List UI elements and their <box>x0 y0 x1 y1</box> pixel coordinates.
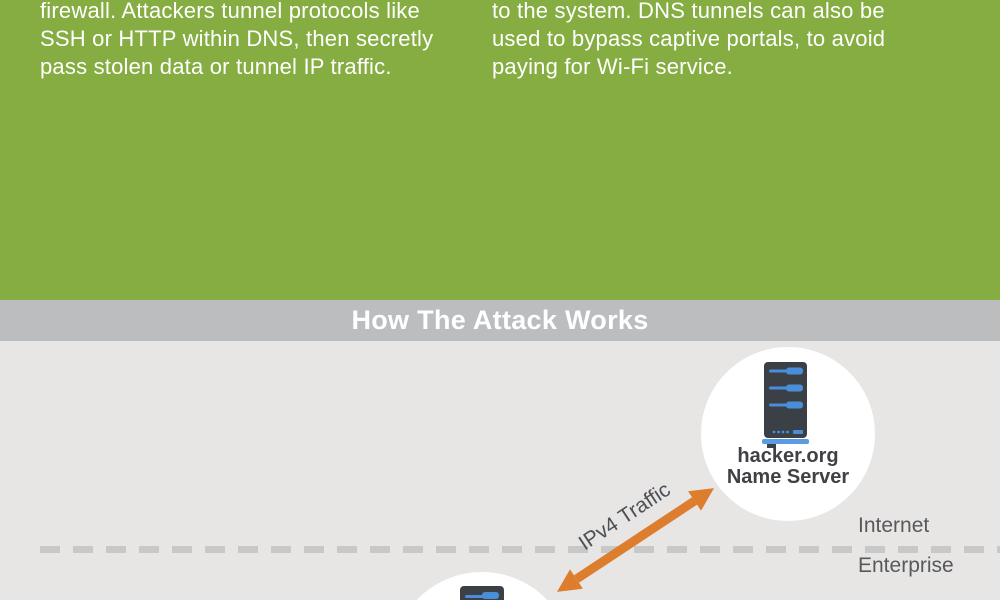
hacker-server-label-line1: hacker.org <box>737 445 839 467</box>
intro-text-line: firewall. Attackers tunnel protocols lik… <box>40 0 420 23</box>
intro-left-column: firewall. Attackers tunnel protocols lik… <box>40 0 470 81</box>
hacker-server-label-line2: Name Server <box>726 466 850 488</box>
enterprise-zone-label: Enterprise <box>858 554 954 577</box>
server-icon <box>460 586 504 600</box>
intro-text-line: paying for Wi-Fi service. <box>492 54 733 79</box>
server-icon <box>762 362 809 448</box>
section-banner: How The Attack Works <box>0 300 1000 341</box>
intro-section: firewall. Attackers tunnel protocols lik… <box>0 0 1000 300</box>
attack-diagram: Internet Enterprise hacker.org Name Serv… <box>0 341 1000 600</box>
hacker-server-label: hacker.org Name Server <box>701 446 875 488</box>
intro-right-column: to the system. DNS tunnels can also be u… <box>492 0 912 81</box>
intro-text-line: pass stolen data or tunnel IP traffic. <box>40 54 392 79</box>
banner-title: How The Attack Works <box>351 305 649 335</box>
boundary-dashed-line <box>40 546 1000 553</box>
intro-text-line: to the system. DNS tunnels can also be <box>492 0 885 23</box>
intro-text-line: SSH or HTTP within DNS, then secretly <box>40 26 434 51</box>
intro-text-line: used to bypass captive portals, to avoid <box>492 26 886 51</box>
ipv4-traffic-arrow-icon <box>556 488 715 592</box>
internet-zone-label: Internet <box>858 514 930 537</box>
